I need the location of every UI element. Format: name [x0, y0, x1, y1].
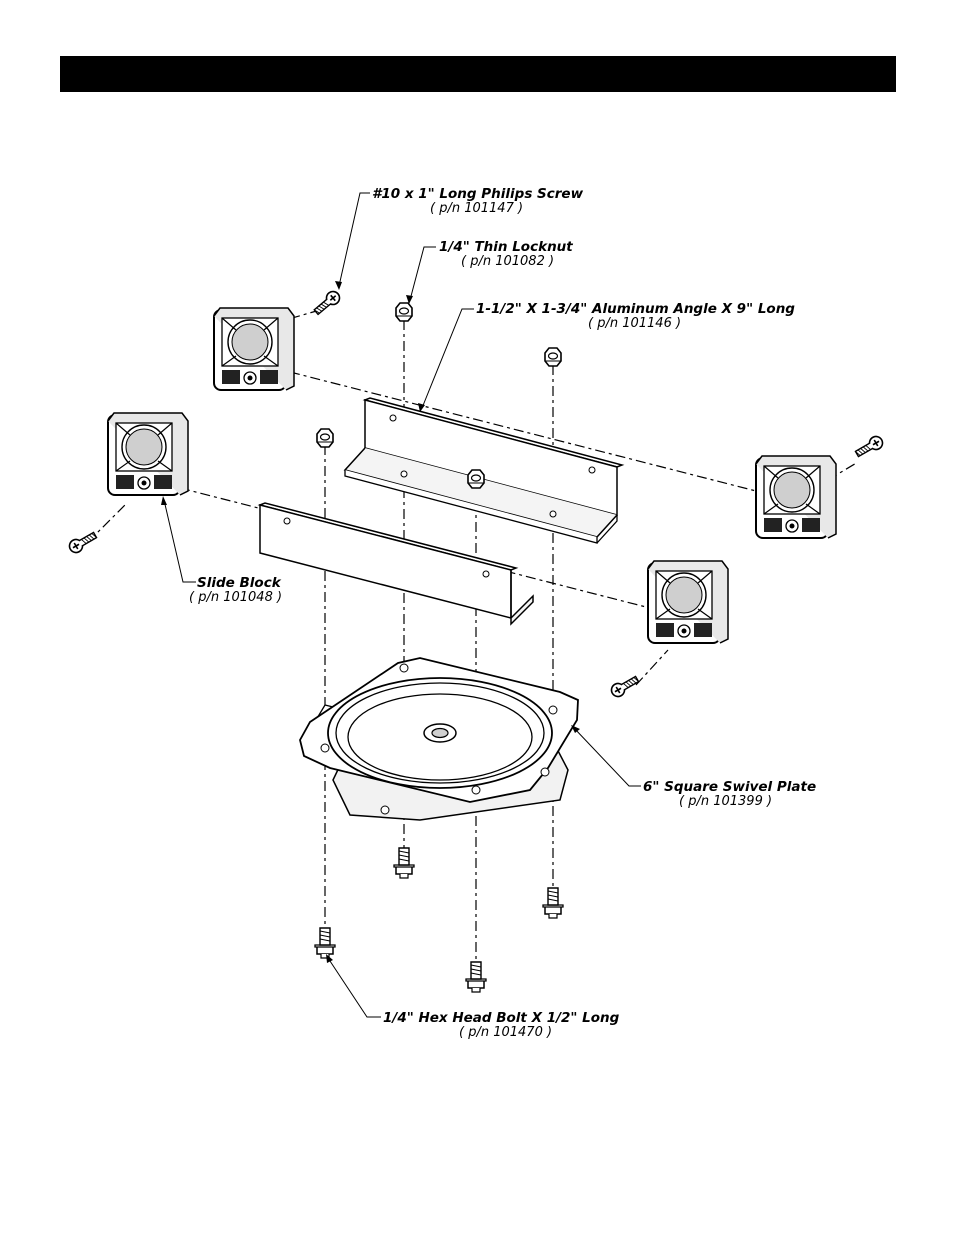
hex-bolt-4 — [465, 961, 487, 993]
slide-block-right — [755, 455, 837, 539]
locknut-4 — [467, 469, 485, 489]
screw-left — [66, 528, 100, 556]
hex-bolt-2 — [542, 887, 564, 919]
assembly-center-lines — [87, 309, 859, 965]
label-hex-bolt: 1/4" Hex Head Bolt X 1/2" Long ( p/n 101… — [383, 1010, 620, 1040]
locknut-1 — [395, 302, 413, 322]
locknut-3 — [316, 428, 334, 448]
label-slide-block-name: Slide Block — [197, 575, 282, 591]
label-aluminum-angle-pn: ( p/n 101146 ) — [588, 316, 681, 331]
slide-block-top-left — [213, 307, 295, 391]
label-swivel-plate-name: 6" Square Swivel Plate — [643, 779, 816, 795]
label-locknut-name: 1/4" Thin Locknut — [439, 239, 573, 255]
locknut-2 — [544, 347, 562, 367]
label-philips-screw-pn: ( p/n 101147 ) — [430, 201, 523, 216]
label-locknut-pn: ( p/n 101082 ) — [461, 254, 554, 269]
label-slide-block: Slide Block ( p/n 101048 ) — [189, 575, 282, 605]
hex-bolt-1 — [393, 847, 415, 879]
label-hex-bolt-pn: ( p/n 101470 ) — [459, 1025, 552, 1040]
leader-lines — [161, 192, 641, 1018]
label-swivel-plate: 6" Square Swivel Plate ( p/n 101399 ) — [643, 779, 816, 809]
aluminum-angle-bottom — [257, 502, 534, 626]
swivel-plate — [299, 657, 579, 821]
label-aluminum-angle: 1-1/2" X 1-3/4" Aluminum Angle X 9" Long… — [476, 301, 795, 331]
label-locknut: 1/4" Thin Locknut ( p/n 101082 ) — [439, 239, 573, 269]
screw-top-left — [311, 288, 343, 318]
label-philips-screw-name: #10 x 1" Long Philips Screw — [372, 186, 584, 202]
label-hex-bolt-name: 1/4" Hex Head Bolt X 1/2" Long — [383, 1010, 620, 1026]
screw-right — [852, 433, 886, 461]
slide-block-left — [107, 412, 189, 496]
header-bar — [60, 56, 896, 92]
label-philips-screw: #10 x 1" Long Philips Screw ( p/n 101147… — [372, 186, 584, 216]
aluminum-angle-top — [343, 397, 625, 544]
hex-bolt-3 — [314, 927, 336, 959]
label-aluminum-angle-name: 1-1/2" X 1-3/4" Aluminum Angle X 9" Long — [476, 301, 795, 317]
slide-block-bottom-right — [647, 560, 729, 644]
label-swivel-plate-pn: ( p/n 101399 ) — [679, 794, 772, 809]
screw-bottom-right — [608, 672, 642, 700]
label-slide-block-pn: ( p/n 101048 ) — [189, 590, 282, 605]
